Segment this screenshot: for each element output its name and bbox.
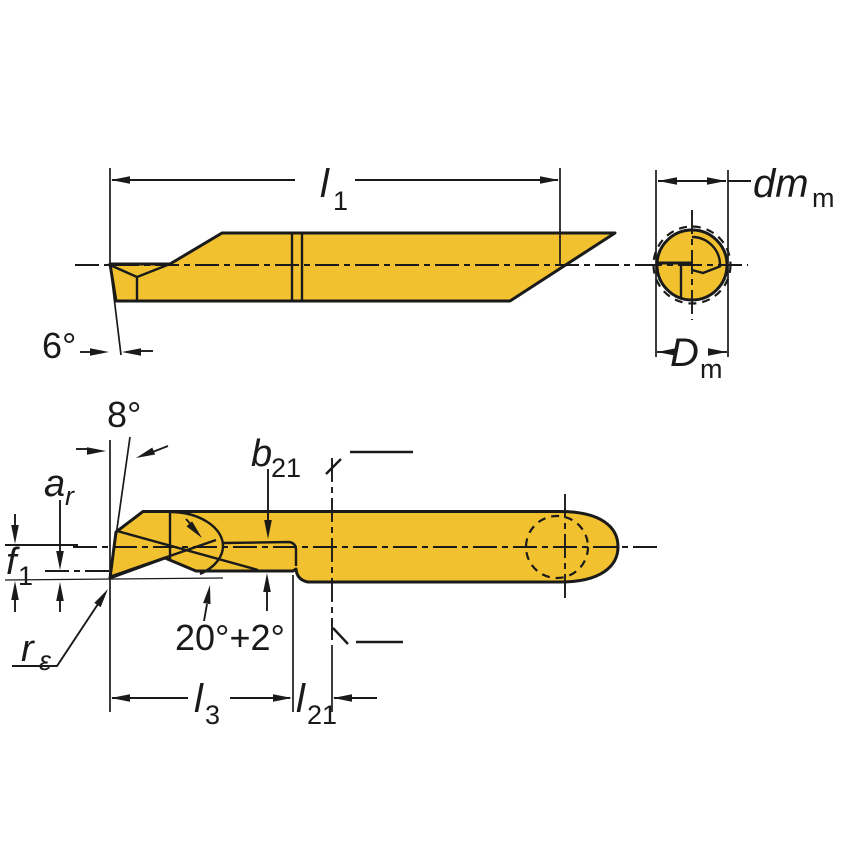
b21-arrow: [264, 520, 272, 539]
detail-edge-line-1: [111, 538, 217, 578]
side-view: l 1 6°: [42, 162, 650, 366]
label-angle-6: 6°: [42, 325, 76, 366]
break-mark-bottom: [332, 627, 403, 645]
label-dm-sub: m: [700, 354, 723, 384]
end-view: dm m D m: [638, 162, 835, 384]
detail-edge-line-2: [116, 529, 259, 572]
label-l1-sub: 1: [333, 186, 348, 216]
relief-arrow-1: [203, 585, 211, 605]
label-b21: b: [251, 433, 272, 475]
clearance-8-arrow-right: [136, 447, 156, 458]
f1-arrow-down: [11, 525, 19, 544]
ar-arrow-down: [56, 551, 64, 570]
dmm-arrow-right: [707, 177, 726, 185]
endview-edge-step: [691, 264, 722, 275]
detail-relief-edge: [222, 540, 298, 566]
relief-arrow-1-shaft: [203, 603, 208, 622]
detail-nose-circle: [524, 514, 590, 580]
label-angle-20-2: 20°+2°: [175, 617, 285, 658]
re-leader: [12, 600, 101, 667]
label-b21-sub: 21: [271, 453, 301, 483]
relief-arrow-2: [263, 573, 271, 592]
label-l3-sub: 3: [205, 700, 220, 730]
clearance-6-line: [109, 263, 122, 356]
label-dmm-sub: m: [812, 183, 835, 213]
clearance-8-arrow-left: [87, 447, 106, 455]
label-dmm: dm: [753, 162, 809, 206]
detail-head-arc: [169, 510, 225, 576]
label-ar: a: [44, 463, 65, 505]
l1-arrow-left: [111, 176, 130, 184]
label-l21-sub: 21: [307, 700, 337, 730]
l3-arrow-right: [273, 694, 292, 702]
side-view-tip-facets: [109, 262, 171, 301]
label-l3: l: [194, 677, 204, 721]
label-f1-sub: 1: [18, 561, 33, 591]
f1-arrow-up: [11, 581, 19, 600]
ar-arrow-up: [56, 582, 64, 601]
label-dm: D: [670, 331, 699, 375]
label-f1: f: [6, 541, 20, 583]
side-view-body: [108, 231, 617, 303]
clearance-6-arrow-right: [122, 348, 141, 356]
endview-insert-arc: [691, 235, 722, 266]
label-l1: l: [320, 162, 330, 206]
clearance-6-arrow-left: [90, 348, 109, 356]
detail-view: 8° a r f 1 r ε 20°+2° b 21: [4, 394, 658, 730]
dm-arrow-left: [657, 348, 676, 356]
label-re-sub: ε: [39, 646, 52, 676]
side-view-collar: [290, 233, 304, 301]
l3-arrow-left: [111, 694, 130, 702]
re-arrow: [94, 589, 108, 608]
label-angle-8: 8°: [107, 394, 141, 435]
clearance-8-line: [109, 436, 131, 579]
detail-edge-arrow: [186, 521, 202, 538]
label-re: r: [21, 628, 35, 670]
l21-arrow: [333, 694, 352, 702]
tip-reference-line: [4, 577, 224, 581]
label-l21: l: [296, 677, 306, 721]
break-mark-top: [325, 450, 413, 475]
label-ar-sub: r: [65, 481, 75, 511]
l1-arrow-right: [540, 176, 559, 184]
dmm-arrow-left: [658, 177, 677, 185]
dm-arrow-right: [708, 348, 727, 356]
